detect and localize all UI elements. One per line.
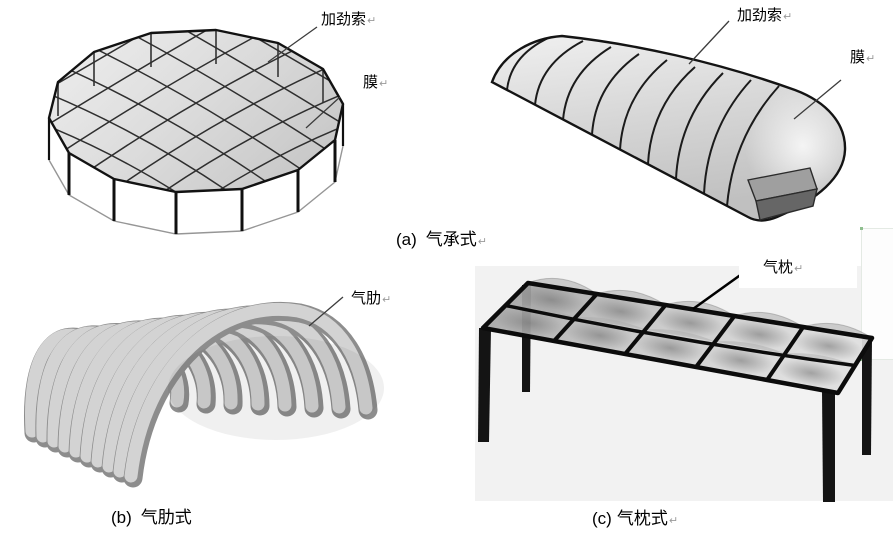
annotation-tube-cable: 加劲索↵ xyxy=(737,7,792,25)
rib-figure xyxy=(23,302,384,488)
canopy-frame xyxy=(480,280,875,396)
paragraph-mark: ↵ xyxy=(866,53,876,65)
annotation-dome-membrane: 膜↵ xyxy=(363,74,388,92)
dome-membrane xyxy=(49,30,343,192)
caption-text: 气枕式 xyxy=(616,509,668,528)
caption-c: (c)气枕式↵ xyxy=(592,504,678,529)
paragraph-mark: ↵ xyxy=(794,263,804,275)
tube-figure xyxy=(490,34,847,222)
paragraph-mark: ↵ xyxy=(367,15,377,27)
tube-cable-rings xyxy=(506,36,780,207)
dome-rim xyxy=(47,28,345,194)
table-legs xyxy=(478,285,872,502)
paragraph-mark: ↵ xyxy=(783,11,793,23)
entrance-chute xyxy=(747,167,818,221)
annotation-text: 气肋 xyxy=(351,290,382,307)
dome-wall xyxy=(47,104,345,235)
caption-a: (a) 气承式↵ xyxy=(396,225,487,250)
annotation-air-pillow: 气枕↵ xyxy=(739,252,857,288)
caption-index: (c) xyxy=(592,509,612,528)
vault-interior-shadow xyxy=(168,336,384,440)
caption-index: (a) xyxy=(396,230,417,249)
annotation-air-rib: 气肋↵ xyxy=(351,290,391,308)
paragraph-mark: ↵ xyxy=(668,515,679,527)
annotation-text: 加劲索 xyxy=(321,11,367,28)
annotation-text: 加劲索 xyxy=(737,7,783,24)
caption-text: 气承式 xyxy=(425,230,477,249)
annotation-tube-membrane: 膜↵ xyxy=(850,49,875,67)
annotation-text: 膜 xyxy=(850,49,866,66)
selection-handle xyxy=(860,227,863,230)
caption-text: 气肋式 xyxy=(140,508,192,527)
caption-b: (b) 气肋式 xyxy=(111,503,193,528)
paragraph-mark: ↵ xyxy=(477,236,487,248)
annotation-text: 膜 xyxy=(363,74,379,91)
annotation-text: 气枕 xyxy=(763,259,794,276)
paragraph-mark: ↵ xyxy=(382,294,392,306)
air-rib-tubes xyxy=(23,302,378,488)
caption-index: (b) xyxy=(111,508,132,527)
paragraph-mark: ↵ xyxy=(379,78,389,90)
pillow-bulges-middle xyxy=(505,305,855,366)
annotation-dome-cable: 加劲索↵ xyxy=(321,11,376,29)
selection-handle xyxy=(860,358,863,361)
pillow-figure xyxy=(478,277,875,502)
dome-figure xyxy=(47,28,345,235)
